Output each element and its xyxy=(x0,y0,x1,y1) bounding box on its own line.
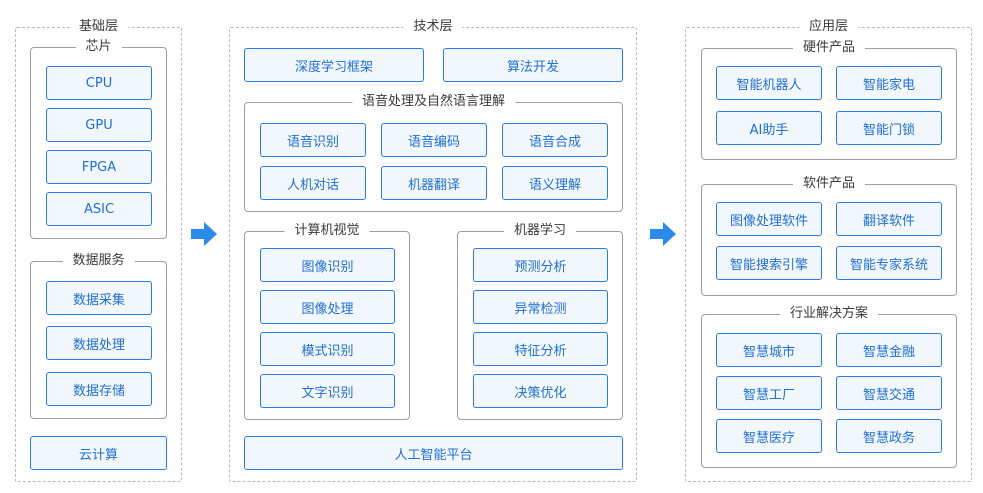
image-recognition: 图像识别 xyxy=(260,248,395,282)
industry-solutions-group-title: 行业解决方案 xyxy=(779,306,879,322)
computer-vision-group-title: 计算机视觉 xyxy=(284,223,370,239)
industry-solutions-group: 行业解决方案 xyxy=(701,306,957,468)
data-storage: 数据存储 xyxy=(46,372,152,406)
algorithm-development: 算法开发 xyxy=(443,48,623,82)
hardware-products-group: 硬件产品 xyxy=(701,40,957,160)
technology-layer: 技术层 xyxy=(229,19,637,482)
smart-city: 智慧城市 xyxy=(716,333,822,367)
computer-vision-group: 计算机视觉 xyxy=(244,223,410,420)
smart-factory: 智慧工厂 xyxy=(716,376,822,410)
software-products-group-title: 软件产品 xyxy=(792,176,866,192)
speech-coding: 语音编码 xyxy=(381,123,487,157)
human-machine-dialogue: 人机对话 xyxy=(260,166,366,200)
smart-appliance: 智能家电 xyxy=(836,66,942,100)
chip-gpu: GPU xyxy=(46,108,152,142)
deep-learning-framework: 深度学习框架 xyxy=(244,48,424,82)
foundation-layer: 基础层 xyxy=(15,19,182,482)
chips-group: 芯片 xyxy=(30,39,167,239)
image-processing-software: 图像处理软件 xyxy=(716,202,822,236)
foundation-layer-title: 基础层 xyxy=(68,19,129,35)
smart-transportation: 智慧交通 xyxy=(836,376,942,410)
speech-nlp-group: 语音处理及自然语言理解 xyxy=(244,94,623,212)
intelligent-robot: 智能机器人 xyxy=(716,66,822,100)
ai-assistant: AI助手 xyxy=(716,111,822,145)
hardware-products-group-title: 硬件产品 xyxy=(792,40,866,56)
smart-finance: 智慧金融 xyxy=(836,333,942,367)
decision-optimization: 决策优化 xyxy=(473,374,608,408)
application-layer: 应用层 xyxy=(685,19,972,482)
predictive-analysis: 预测分析 xyxy=(473,248,608,282)
smart-government: 智慧政务 xyxy=(836,419,942,453)
arrow-right-icon xyxy=(191,222,217,246)
speech-recognition: 语音识别 xyxy=(260,123,366,157)
application-layer-title: 应用层 xyxy=(798,19,859,35)
arrow-right-icon xyxy=(650,222,676,246)
software-products-group: 软件产品 xyxy=(701,176,957,296)
text-recognition: 文字识别 xyxy=(260,374,395,408)
machine-learning-group: 机器学习 xyxy=(457,223,623,420)
technology-layer-title: 技术层 xyxy=(403,19,463,35)
chips-group-title: 芯片 xyxy=(75,39,122,55)
translation-software: 翻译软件 xyxy=(836,202,942,236)
machine-learning-group-title: 机器学习 xyxy=(503,223,577,239)
anomaly-detection: 异常检测 xyxy=(473,290,608,324)
semantic-understanding: 语义理解 xyxy=(502,166,608,200)
cloud-computing: 云计算 xyxy=(30,436,167,470)
chip-asic: ASIC xyxy=(46,192,152,226)
feature-analysis: 特征分析 xyxy=(473,332,608,366)
image-processing: 图像处理 xyxy=(260,290,395,324)
intelligent-expert-system: 智能专家系统 xyxy=(836,246,942,280)
chip-fpga: FPGA xyxy=(46,150,152,184)
smart-lock: 智能门锁 xyxy=(836,111,942,145)
chip-cpu: CPU xyxy=(46,66,152,100)
data-services-group: 数据服务 xyxy=(30,253,167,419)
machine-translation: 机器翻译 xyxy=(381,166,487,200)
smart-healthcare: 智慧医疗 xyxy=(716,419,822,453)
speech-synthesis: 语音合成 xyxy=(502,123,608,157)
speech-nlp-group-title: 语音处理及自然语言理解 xyxy=(351,94,516,110)
data-processing: 数据处理 xyxy=(46,326,152,360)
ai-platform: 人工智能平台 xyxy=(244,436,623,470)
pattern-recognition: 模式识别 xyxy=(260,332,395,366)
data-collection: 数据采集 xyxy=(46,281,152,315)
intelligent-search-engine: 智能搜索引擎 xyxy=(716,246,822,280)
data-services-group-title: 数据服务 xyxy=(62,253,135,269)
